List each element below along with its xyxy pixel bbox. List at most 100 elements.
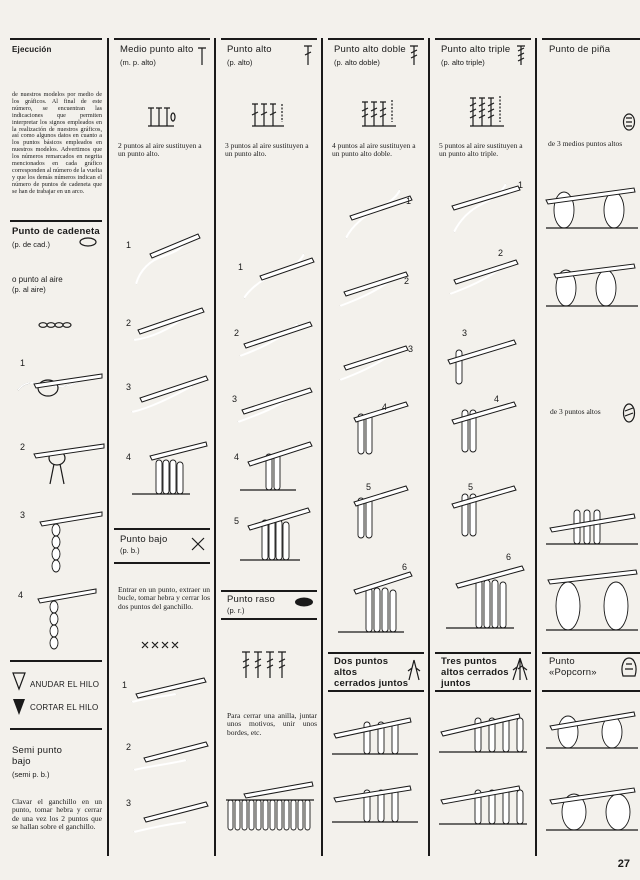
half-double-chart-icon — [148, 107, 176, 127]
popcorn-title-line-2: «Popcorn» — [549, 667, 597, 678]
chain-step-4-illustration — [37, 588, 97, 650]
single-crochet-step-1-illustration — [131, 677, 207, 703]
tie-thread-triangle-icon — [12, 672, 26, 691]
single-crochet-step-3-illustration — [133, 801, 209, 833]
column-divider — [321, 38, 323, 856]
bajo-description: Entrar en un punto, extraer un bucle, to… — [118, 585, 210, 611]
half-double-step-2-illustration — [133, 307, 205, 341]
pina-description-a: de 3 medios puntos altos — [548, 139, 623, 148]
three-together-step-2-illustration — [439, 785, 527, 825]
page-number: 27 — [617, 858, 630, 870]
treble-step-1-illustration — [345, 189, 413, 239]
column-divider — [535, 38, 537, 856]
single-crochet-step-2-illustration — [133, 741, 209, 771]
column-abbr: (p. alto doble) — [334, 58, 380, 67]
popcorn-step-1-illustration — [546, 711, 638, 749]
half-double-step-3-illustration — [131, 375, 209, 413]
column-abbr: (m. p. alto) — [120, 58, 156, 67]
puff-step-3-illustration — [546, 509, 638, 545]
column-abbr: (p. alto) — [227, 58, 253, 67]
two-together-symbol-icon — [407, 659, 421, 681]
semi-description: Clavar el ganchillo en un punto, tomar h… — [12, 797, 102, 832]
treble-crochet-symbol-icon — [410, 45, 418, 65]
treble-step-2-illustration — [339, 271, 409, 307]
column-description: 3 puntos al aire sustituyen a un punto a… — [225, 141, 309, 159]
treble-step-4-illustration — [353, 401, 409, 455]
bajo-title: Punto bajo — [120, 534, 168, 545]
dos-juntos-title-line-3: cerrados juntos — [334, 678, 409, 689]
triple-step-1-illustration — [451, 183, 521, 233]
puff-double-symbol-icon — [622, 403, 636, 423]
half-double-step-4-illustration — [132, 441, 208, 495]
treble-step-5-illustration — [353, 485, 409, 539]
column-description: 5 puntos al aire sustituyen a un punto a… — [439, 141, 523, 159]
popcorn-symbol-icon — [621, 657, 637, 677]
column-title: Punto alto doble — [334, 44, 406, 55]
triple-treble-symbol-icon — [517, 45, 525, 65]
treble-step-3-illustration — [339, 345, 409, 381]
double-crochet-step-5-illustration — [240, 507, 311, 561]
cadeneta-alt-abbr: (p. al aire) — [12, 285, 46, 294]
slip-stitch-chart-icon — [242, 651, 286, 678]
sidebar-top-rule — [10, 38, 102, 40]
pina-description-b: de 3 puntos altos — [550, 407, 601, 416]
column-title: Punto alto — [227, 44, 272, 55]
column-description: 2 puntos al aire sustituyen a un punto a… — [118, 141, 202, 159]
cadeneta-rule — [10, 220, 102, 222]
column-divider — [214, 38, 216, 856]
semi-abbr: (semi p. b.) — [12, 770, 50, 779]
two-together-step-2-illustration — [332, 785, 418, 823]
column-title: Punto alto triple — [441, 44, 511, 55]
popcorn-step-2-illustration — [546, 787, 638, 831]
popcorn-title-line-1: Punto — [549, 656, 575, 667]
triple-step-4-illustration — [451, 401, 517, 453]
double-crochet-step-3-illustration — [237, 387, 313, 423]
chain-step-3-illustration — [39, 511, 103, 573]
bajo-abbr: (p. b.) — [120, 546, 140, 555]
triple-treble-chart-icon — [469, 96, 504, 127]
raso-abbr: (p. r.) — [227, 606, 245, 615]
cortar-label: CORTAR EL HILO — [30, 703, 99, 712]
half-double-step-1-illustration — [135, 233, 201, 285]
triple-step-3-illustration — [447, 339, 517, 385]
anudar-rule — [10, 660, 102, 662]
single-crochet-x-icon — [191, 537, 205, 551]
two-together-step-1-illustration — [332, 717, 418, 755]
tres-juntos-title-line-1: Tres puntos — [441, 656, 498, 667]
column-title: Medio punto alto — [120, 44, 194, 55]
anudar-label: ANUDAR EL HILO — [30, 680, 100, 689]
treble-crochet-chart-icon — [361, 100, 396, 127]
tres-juntos-title-line-3: juntos — [441, 678, 471, 689]
puff-step-1-illustration — [545, 187, 638, 229]
three-together-step-1-illustration — [439, 713, 527, 753]
double-crochet-step-4-illustration — [240, 441, 313, 491]
column-description: 4 puntos al aire sustituyen a un punto a… — [332, 141, 416, 159]
double-crochet-chart-icon — [251, 103, 284, 127]
dos-juntos-title-line-2: altos — [334, 667, 358, 678]
single-crochet-chart-icon — [141, 641, 179, 649]
triple-step-2-illustration — [449, 259, 519, 295]
semi-rule — [10, 728, 102, 730]
treble-step-6-illustration — [338, 571, 413, 633]
cut-thread-triangle-icon — [13, 699, 25, 715]
three-together-symbol-icon — [512, 657, 528, 681]
half-double-crochet-symbol-icon — [198, 47, 206, 65]
column-divider — [428, 38, 430, 856]
puff-stitch-symbol-icon — [622, 113, 636, 131]
puff-step-4-illustration — [546, 569, 638, 631]
semi-title-line-2: bajo — [12, 756, 31, 767]
sidebar-intro-text: de nuestros modelos por medio de los grá… — [12, 91, 102, 195]
chain-row-symbol-icon — [38, 322, 72, 328]
column-divider — [107, 38, 109, 856]
double-crochet-symbol-icon — [304, 45, 312, 65]
chain-step-2-illustration — [33, 443, 105, 485]
chain-step-1-illustration — [17, 373, 103, 397]
sidebar-heading: Ejecución — [12, 45, 52, 54]
double-crochet-step-1-illustration — [243, 253, 315, 299]
puff-step-2-illustration — [546, 263, 638, 307]
cadeneta-alt-text: o punto al aire — [12, 275, 63, 284]
cadeneta-abbr: (p. de cad.) — [12, 240, 50, 249]
tres-juntos-title-line-2: altos cerrados — [441, 667, 509, 678]
column-abbr: (p. alto triple) — [441, 58, 485, 67]
